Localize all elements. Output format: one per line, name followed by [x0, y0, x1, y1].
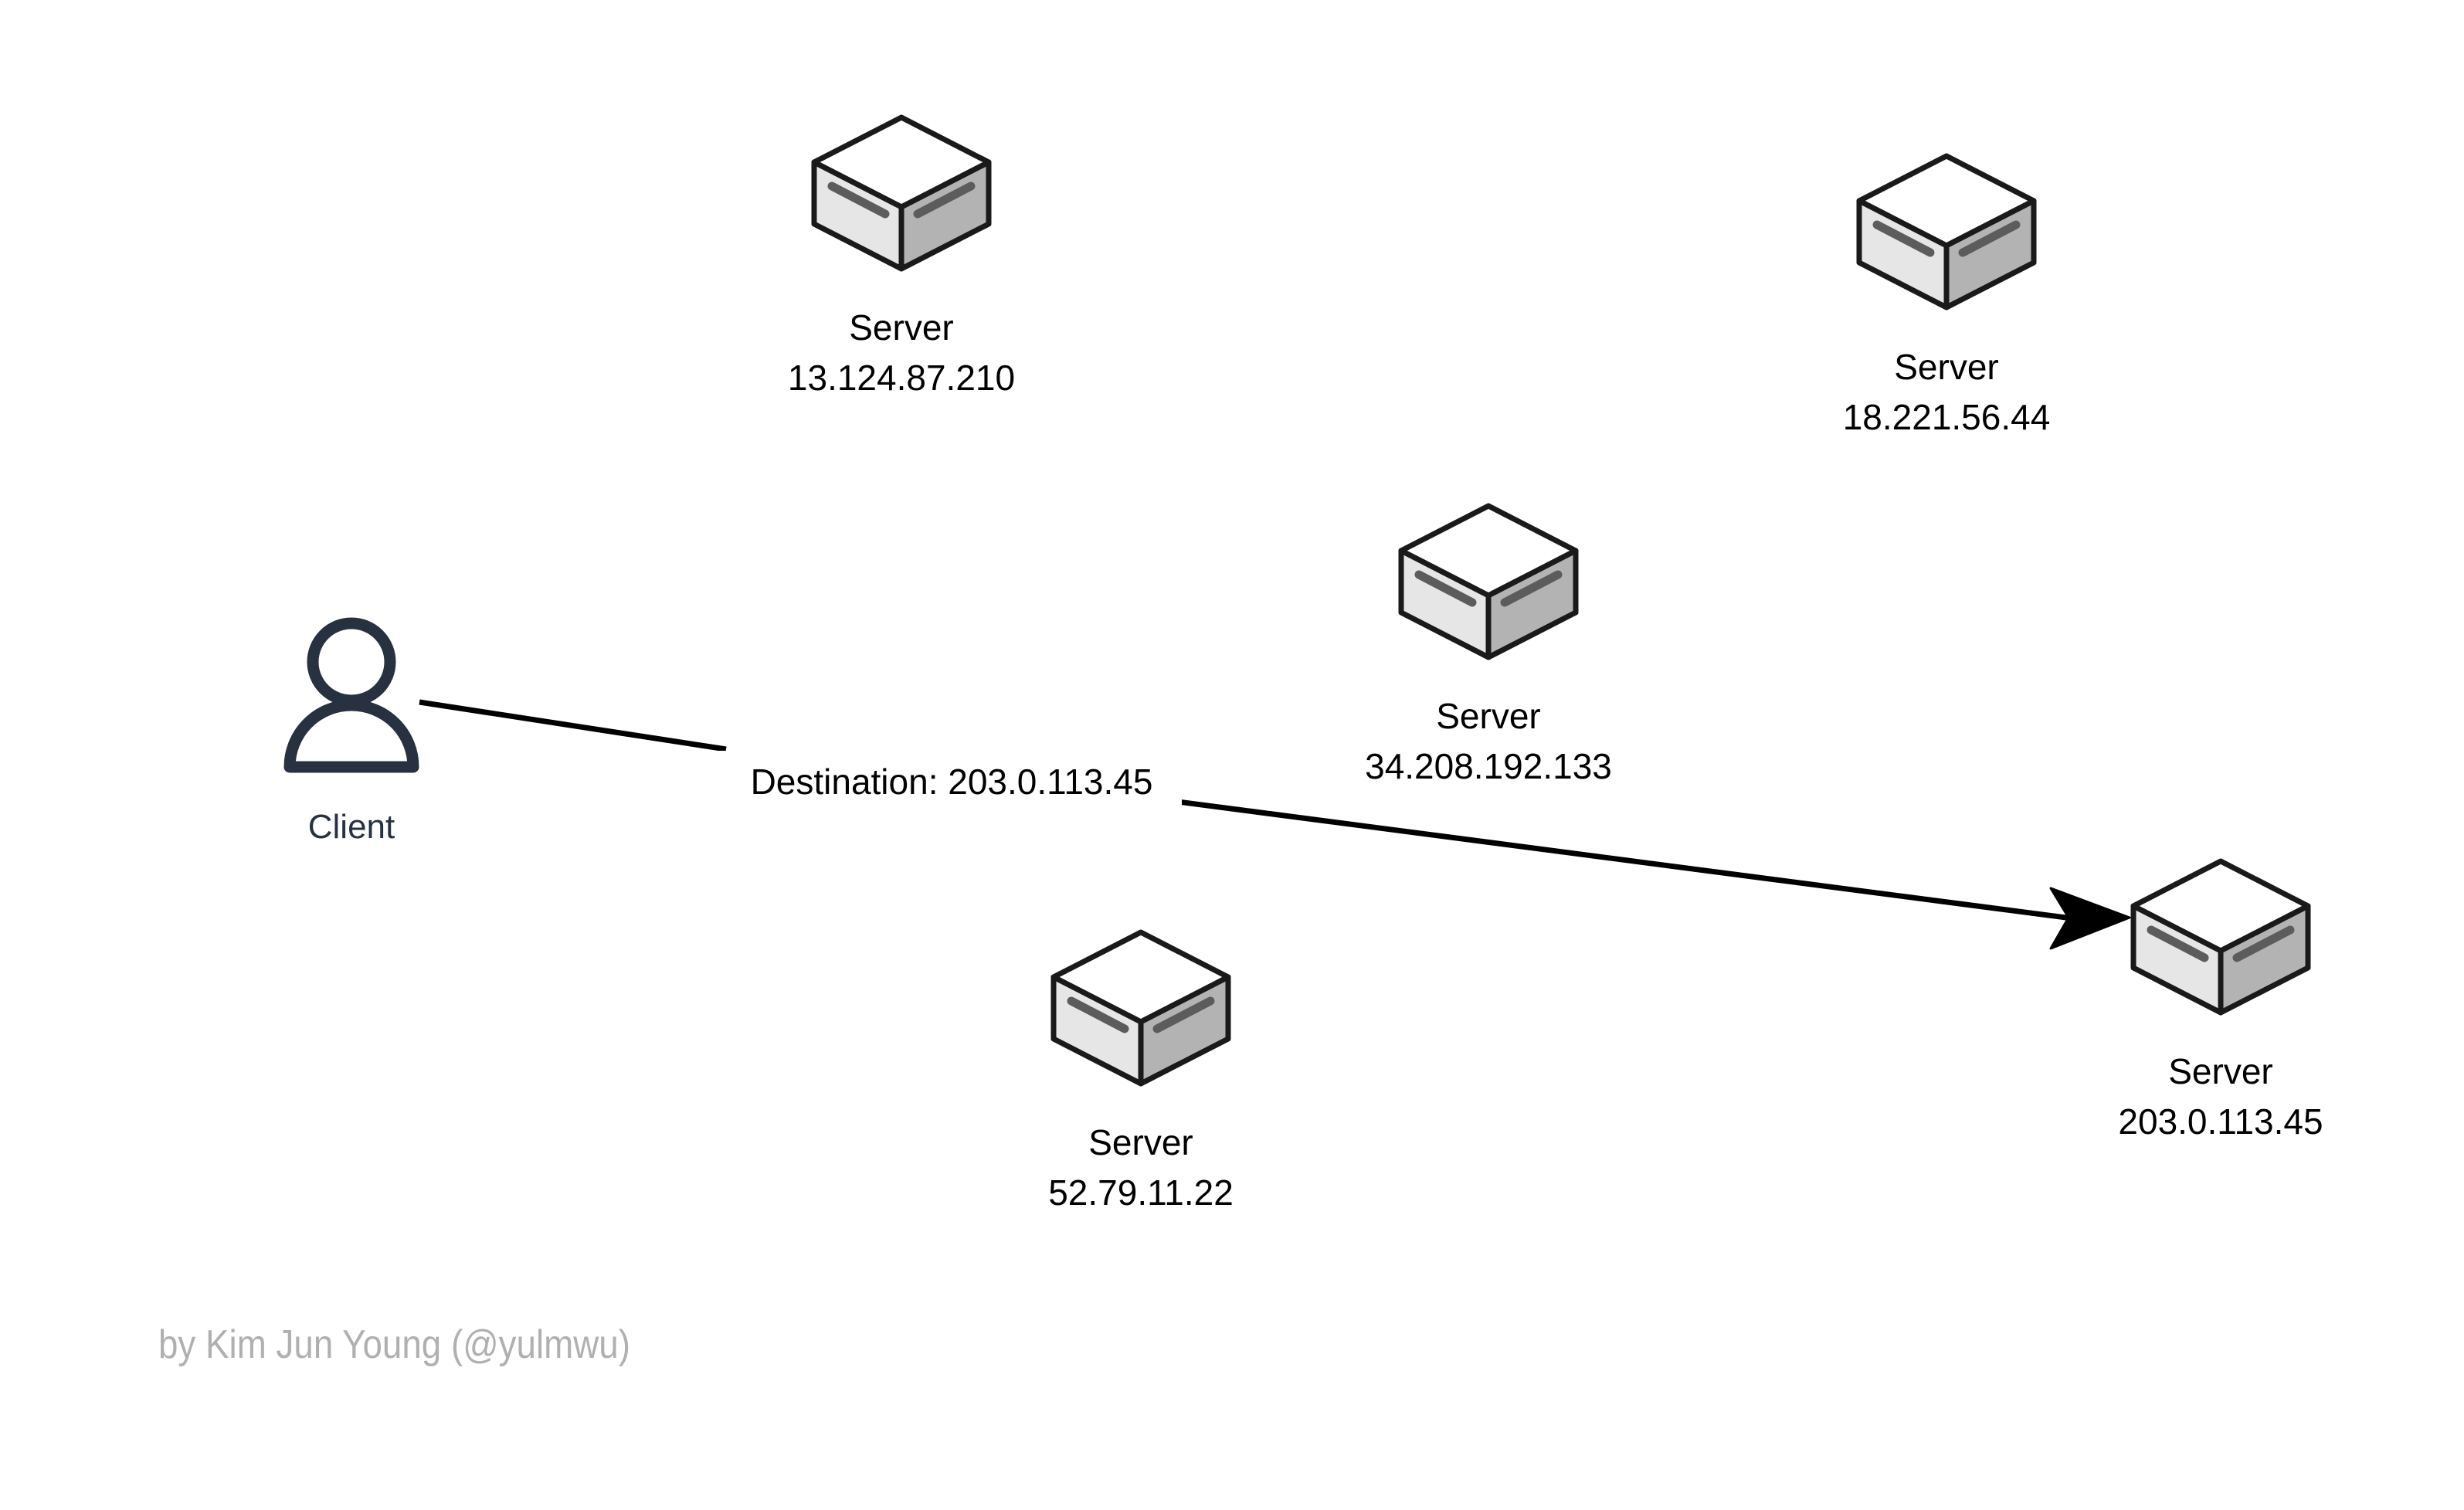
server-icon [1054, 932, 1228, 1084]
node-client[interactable]: Client [290, 623, 413, 846]
server-icon [1401, 506, 1576, 657]
node-label-address: 18.221.56.44 [1843, 397, 2051, 437]
edge-client-to-destination[interactable]: Destination: 203.0.113.45 [419, 699, 2131, 950]
node-label-address: 13.124.87.210 [788, 358, 1015, 398]
node-label-kind: Server [1436, 696, 1540, 736]
server-icon [814, 117, 989, 269]
node-label-address: 34.208.192.133 [1365, 746, 1612, 786]
node-label-address: 203.0.113.45 [2118, 1101, 2323, 1142]
node-label-address: 52.79.11.22 [1048, 1172, 1234, 1213]
node-server-203-0-113-45[interactable]: Server 203.0.113.45 [2118, 861, 2323, 1142]
node-server-52-79-11-22[interactable]: Server 52.79.11.22 [1048, 932, 1234, 1213]
watermark-credit: by Kim Jun Young (@yulmwu) [158, 1322, 630, 1366]
client-person-icon [290, 623, 413, 767]
server-icon [2133, 861, 2308, 1013]
edge-segment-right [1159, 796, 2079, 922]
node-label-kind: Server [2168, 1051, 2272, 1091]
node-label-kind: Server [1088, 1122, 1193, 1162]
server-icon [1859, 156, 2034, 307]
node-server-34-208-192-133[interactable]: Server 34.208.192.133 [1365, 506, 1612, 786]
node-label-kind: Server [1894, 347, 1998, 387]
node-label-kind: Server [849, 307, 953, 348]
node-label-client: Client [308, 808, 395, 846]
edge-arrowhead-icon [2049, 887, 2131, 950]
node-server-13-124-87-210[interactable]: Server 13.124.87.210 [788, 117, 1015, 398]
node-server-18-221-56-44[interactable]: Server 18.221.56.44 [1843, 156, 2051, 437]
edge-label-backdrop [718, 751, 1182, 806]
edge-segment-left [419, 699, 727, 752]
edge-label: Destination: 203.0.113.45 [751, 762, 1153, 802]
